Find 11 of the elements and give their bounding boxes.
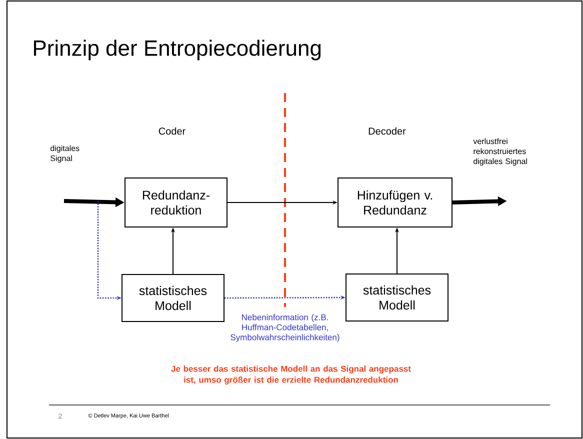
column-heading: Coder <box>158 127 186 135</box>
signal-label: digitales Signal <box>50 145 80 163</box>
signal-label: verlustfrei rekonstruiertes digitales Signal <box>473 138 527 166</box>
process-box: Redundanz- reduktion <box>124 178 228 228</box>
column-heading: Decoder <box>368 127 406 135</box>
process-box: Hinzufügen v. Redundanz <box>338 178 452 228</box>
slide-title: Prinzip der Entropiecodierung <box>34 40 321 60</box>
process-box: statistisches Modell <box>122 274 224 322</box>
edge-label: Nebeninformation (z.B. Huffman-Codetabellen, Symbolwahrscheinlichkeiten) <box>230 314 340 342</box>
process-box: statistisches Modell <box>346 274 448 322</box>
conclusion-text: Je besser das statistische Modell an das Signal angepasst ist, umso größer ist die erzielte Redundanzreduktion <box>171 366 411 384</box>
